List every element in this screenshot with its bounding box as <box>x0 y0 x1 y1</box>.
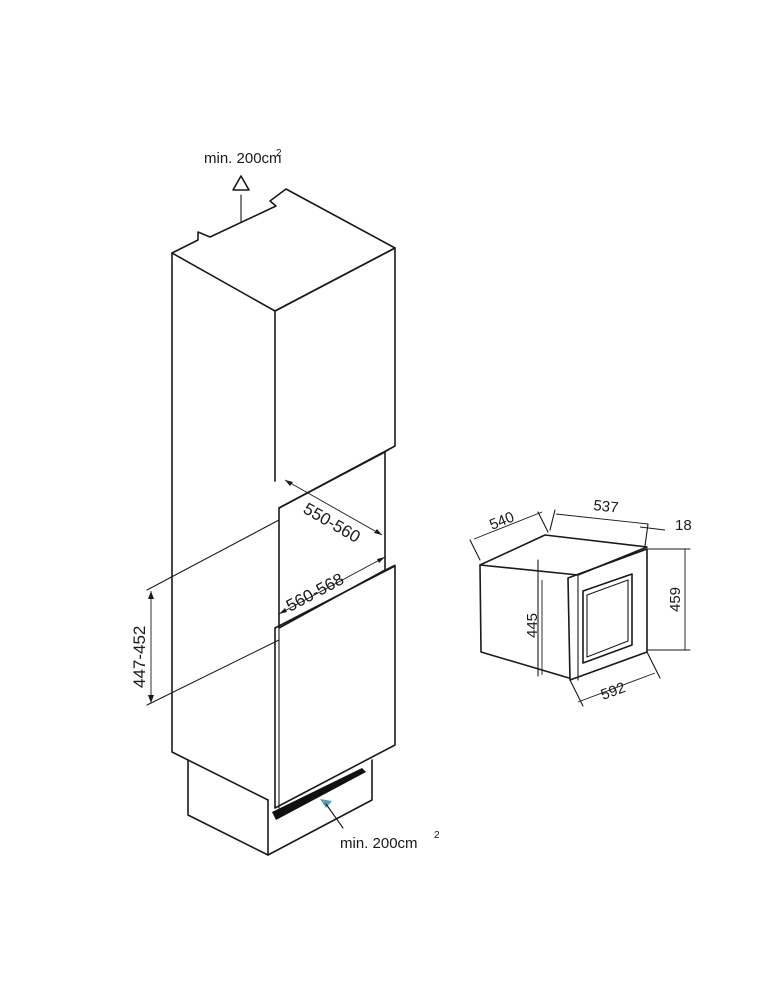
appliance-body-height-label: 445 <box>524 613 541 638</box>
bottom-vent-label: min. 200cm <box>340 835 418 852</box>
niche-dimensions <box>146 479 386 706</box>
niche-depth-arrow-start <box>285 480 293 486</box>
top-vent-unit-superscript: 2 <box>276 148 282 159</box>
appliance-height-label: 459 <box>667 587 684 612</box>
bottom-vent-grille <box>272 768 366 820</box>
dim-592-ext-right <box>646 651 661 679</box>
niche-depth-arrow-end <box>374 529 382 535</box>
niche-width-arrow-end <box>377 557 385 563</box>
top-vent-indicator <box>232 175 250 223</box>
appliance <box>479 534 648 681</box>
dim-592-line <box>577 672 656 703</box>
appliance-body-depth-label: 537 <box>593 497 620 517</box>
tall-cabinet <box>171 188 396 856</box>
bottom-vent-unit-superscript: 2 <box>434 830 440 841</box>
dim-537-ext-left <box>549 509 556 531</box>
niche-width-line <box>278 556 386 615</box>
top-vent-arrow-icon <box>232 175 250 191</box>
cabinet-left-side <box>171 252 269 801</box>
niche-top-edge <box>384 445 396 453</box>
dim-18-ext <box>644 523 649 547</box>
dim-18-line <box>639 526 666 531</box>
niche-height-ext-bottom <box>146 639 280 706</box>
appliance-left-side <box>479 564 570 679</box>
appliance-door-frame <box>567 548 648 681</box>
appliance-door-glass <box>582 573 633 664</box>
niche-depth-line <box>284 479 383 536</box>
niche-width-arrow-start <box>279 608 287 614</box>
niche-bottom-edge <box>384 564 396 571</box>
appliance-top-face <box>479 534 648 576</box>
appliance-depth-label: 540 <box>487 509 517 534</box>
niche-height-label: 447-452 <box>130 626 149 688</box>
appliance-dimensions <box>469 509 691 707</box>
lower-door <box>274 565 396 809</box>
dim-540-ext-left <box>469 539 481 561</box>
cabinet-top-face <box>171 188 396 312</box>
dim-540-line <box>473 511 543 540</box>
upper-door <box>274 247 396 509</box>
dim-592-ext-left <box>569 679 584 707</box>
niche-height-arrow-top <box>148 591 154 599</box>
bottom-vent-indicator <box>320 799 344 829</box>
dim-540-ext-right <box>537 511 549 533</box>
niche-height-arrow-bottom <box>148 695 154 703</box>
niche-height-ext-top <box>146 519 280 591</box>
appliance-door-glass-inner <box>586 579 629 658</box>
dim-537-line <box>555 513 649 525</box>
bottom-vent-leader <box>325 803 344 829</box>
door-thickness-label: 18 <box>675 517 692 534</box>
top-vent-label: min. 200cm <box>204 150 282 167</box>
appliance-width-label: 592 <box>599 679 628 704</box>
